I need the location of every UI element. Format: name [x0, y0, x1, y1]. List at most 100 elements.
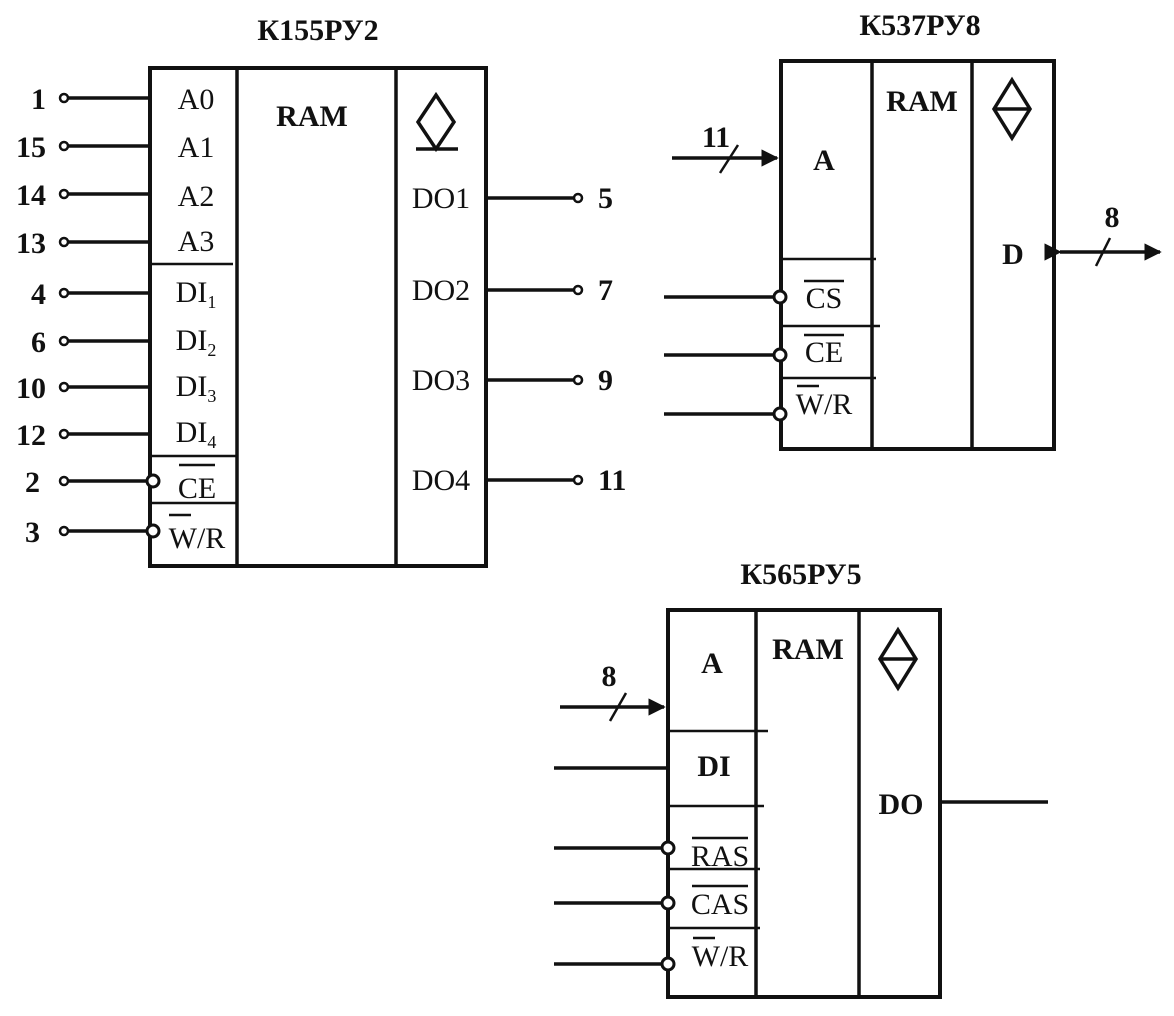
- chip2-address-width: 11: [702, 121, 730, 154]
- chip3-control-ras: RAS: [554, 836, 749, 873]
- bidirectional-tristate-icon: [991, 76, 1033, 142]
- chip2-control-wr: W/R: [664, 384, 853, 422]
- pin-label: W/R: [796, 388, 853, 421]
- chip2-data-label: D: [1002, 238, 1024, 271]
- pin-terminal: [58, 525, 70, 537]
- pin-label: DO1: [412, 182, 470, 215]
- chip3-control-cas: CAS: [554, 884, 749, 921]
- chip-k537ru8: К537РУ8 RAM 11 A 8 D CS CE W/R: [664, 9, 1162, 451]
- chip3-title: К565РУ5: [740, 558, 861, 591]
- chip1-input-4: 4 DI1: [31, 276, 216, 312]
- pin-terminal: [572, 192, 584, 204]
- chip2-control-cs: CS: [664, 279, 844, 315]
- chip2-control-pins: CS CE W/R: [664, 279, 853, 422]
- pin-terminal: [58, 428, 70, 440]
- pin-label: DI3: [176, 370, 217, 406]
- chip1-body: [148, 66, 488, 568]
- chip1-input-12: 12 DI4: [16, 416, 216, 452]
- chip1-input-10: 10 DI3: [16, 370, 216, 406]
- chip1-output-5: 5 DO1: [412, 182, 613, 215]
- chip1-output-7: 7 DO2: [412, 274, 613, 307]
- pin-terminal: [58, 140, 70, 152]
- pin-number: 7: [598, 274, 613, 307]
- chip2-ram-label: RAM: [886, 85, 958, 118]
- chip3-ram-label: RAM: [772, 633, 844, 666]
- chip2-control-ce: CE: [664, 333, 844, 369]
- inversion-bubble: [772, 289, 788, 305]
- pin-label: A0: [178, 83, 215, 116]
- pin-number: 10: [16, 372, 46, 405]
- chip3-do-label: DO: [879, 788, 924, 821]
- pin-label: W/R: [692, 940, 749, 973]
- chip3-control-pins: RAS CAS W/R: [554, 836, 749, 973]
- chip3-address-width: 8: [602, 660, 617, 693]
- chip3-address-label: A: [701, 647, 723, 680]
- inversion-bubble: [660, 840, 676, 856]
- inversion-bubble: [660, 956, 676, 972]
- chip1-input-13: 13 A3: [16, 225, 214, 260]
- chip1-output-pins: 5 DO1 7 DO2 9 DO3 11 DO4: [412, 182, 627, 497]
- pin-label: DI1: [176, 276, 217, 312]
- pin-number: 9: [598, 364, 613, 397]
- pin-terminal: [572, 284, 584, 296]
- pin-number: 13: [16, 227, 46, 260]
- chip1-input-6: 6 DI2: [31, 324, 216, 360]
- pin-terminal: [58, 381, 70, 393]
- chip1-output-11: 11 DO4: [412, 464, 627, 497]
- pin-terminal: [572, 374, 584, 386]
- chip1-title: К155РУ2: [257, 14, 378, 47]
- inversion-bubble: [145, 523, 161, 539]
- pin-terminal: [58, 287, 70, 299]
- pin-terminal: [58, 335, 70, 347]
- pin-label: RAS: [691, 840, 749, 873]
- pin-label: CAS: [691, 888, 749, 921]
- inversion-bubble: [772, 347, 788, 363]
- inversion-bubble: [660, 895, 676, 911]
- pin-label: A1: [178, 131, 215, 164]
- pin-label: W/R: [169, 522, 226, 555]
- pin-label: A2: [178, 180, 215, 213]
- chip1-control-2: 2 CE: [25, 463, 216, 505]
- inversion-bubble: [145, 473, 161, 489]
- pin-number: 12: [16, 419, 46, 452]
- pin-terminal: [58, 236, 70, 248]
- pin-label: DO4: [412, 464, 470, 497]
- pin-number: 11: [598, 464, 626, 497]
- pin-terminal: [58, 188, 70, 200]
- chip-k565ru5: К565РУ5 RAM 8 A DI DO RAS CAS W/R: [554, 558, 1048, 999]
- pin-label: CS: [806, 282, 843, 315]
- pin-terminal: [58, 92, 70, 104]
- pin-label: DO3: [412, 364, 470, 397]
- pin-number: 5: [598, 182, 613, 215]
- chip2-title: К537РУ8: [859, 9, 980, 42]
- tristate-output-icon: [877, 626, 919, 692]
- pin-label: DI2: [176, 324, 217, 360]
- inversion-bubble: [772, 406, 788, 422]
- chip2-data-width: 8: [1105, 201, 1120, 234]
- pin-label: CE: [805, 336, 843, 369]
- pin-number: 3: [25, 516, 40, 549]
- pin-terminal: [572, 474, 584, 486]
- pin-number: 2: [25, 466, 40, 499]
- chip2-address-label: A: [813, 144, 835, 177]
- pin-label: A3: [178, 225, 215, 258]
- pin-number: 6: [31, 326, 46, 359]
- chip1-control-3: 3 W/R: [25, 513, 226, 555]
- pin-label: CE: [178, 472, 216, 505]
- chip3-control-wr: W/R: [554, 936, 749, 973]
- pin-number: 1: [31, 83, 46, 116]
- pin-label: DI4: [176, 416, 217, 452]
- pin-number: 15: [16, 131, 46, 164]
- pin-label: DO2: [412, 274, 470, 307]
- pin-number: 4: [31, 278, 46, 311]
- tristate-output-icon: [415, 91, 458, 153]
- chip1-output-9: 9 DO3: [412, 364, 613, 397]
- chip3-di-label: DI: [697, 750, 730, 783]
- chip1-input-1: 1 A0: [31, 83, 214, 116]
- pin-terminal: [58, 475, 70, 487]
- chip1-input-15: 15 A1: [16, 131, 214, 164]
